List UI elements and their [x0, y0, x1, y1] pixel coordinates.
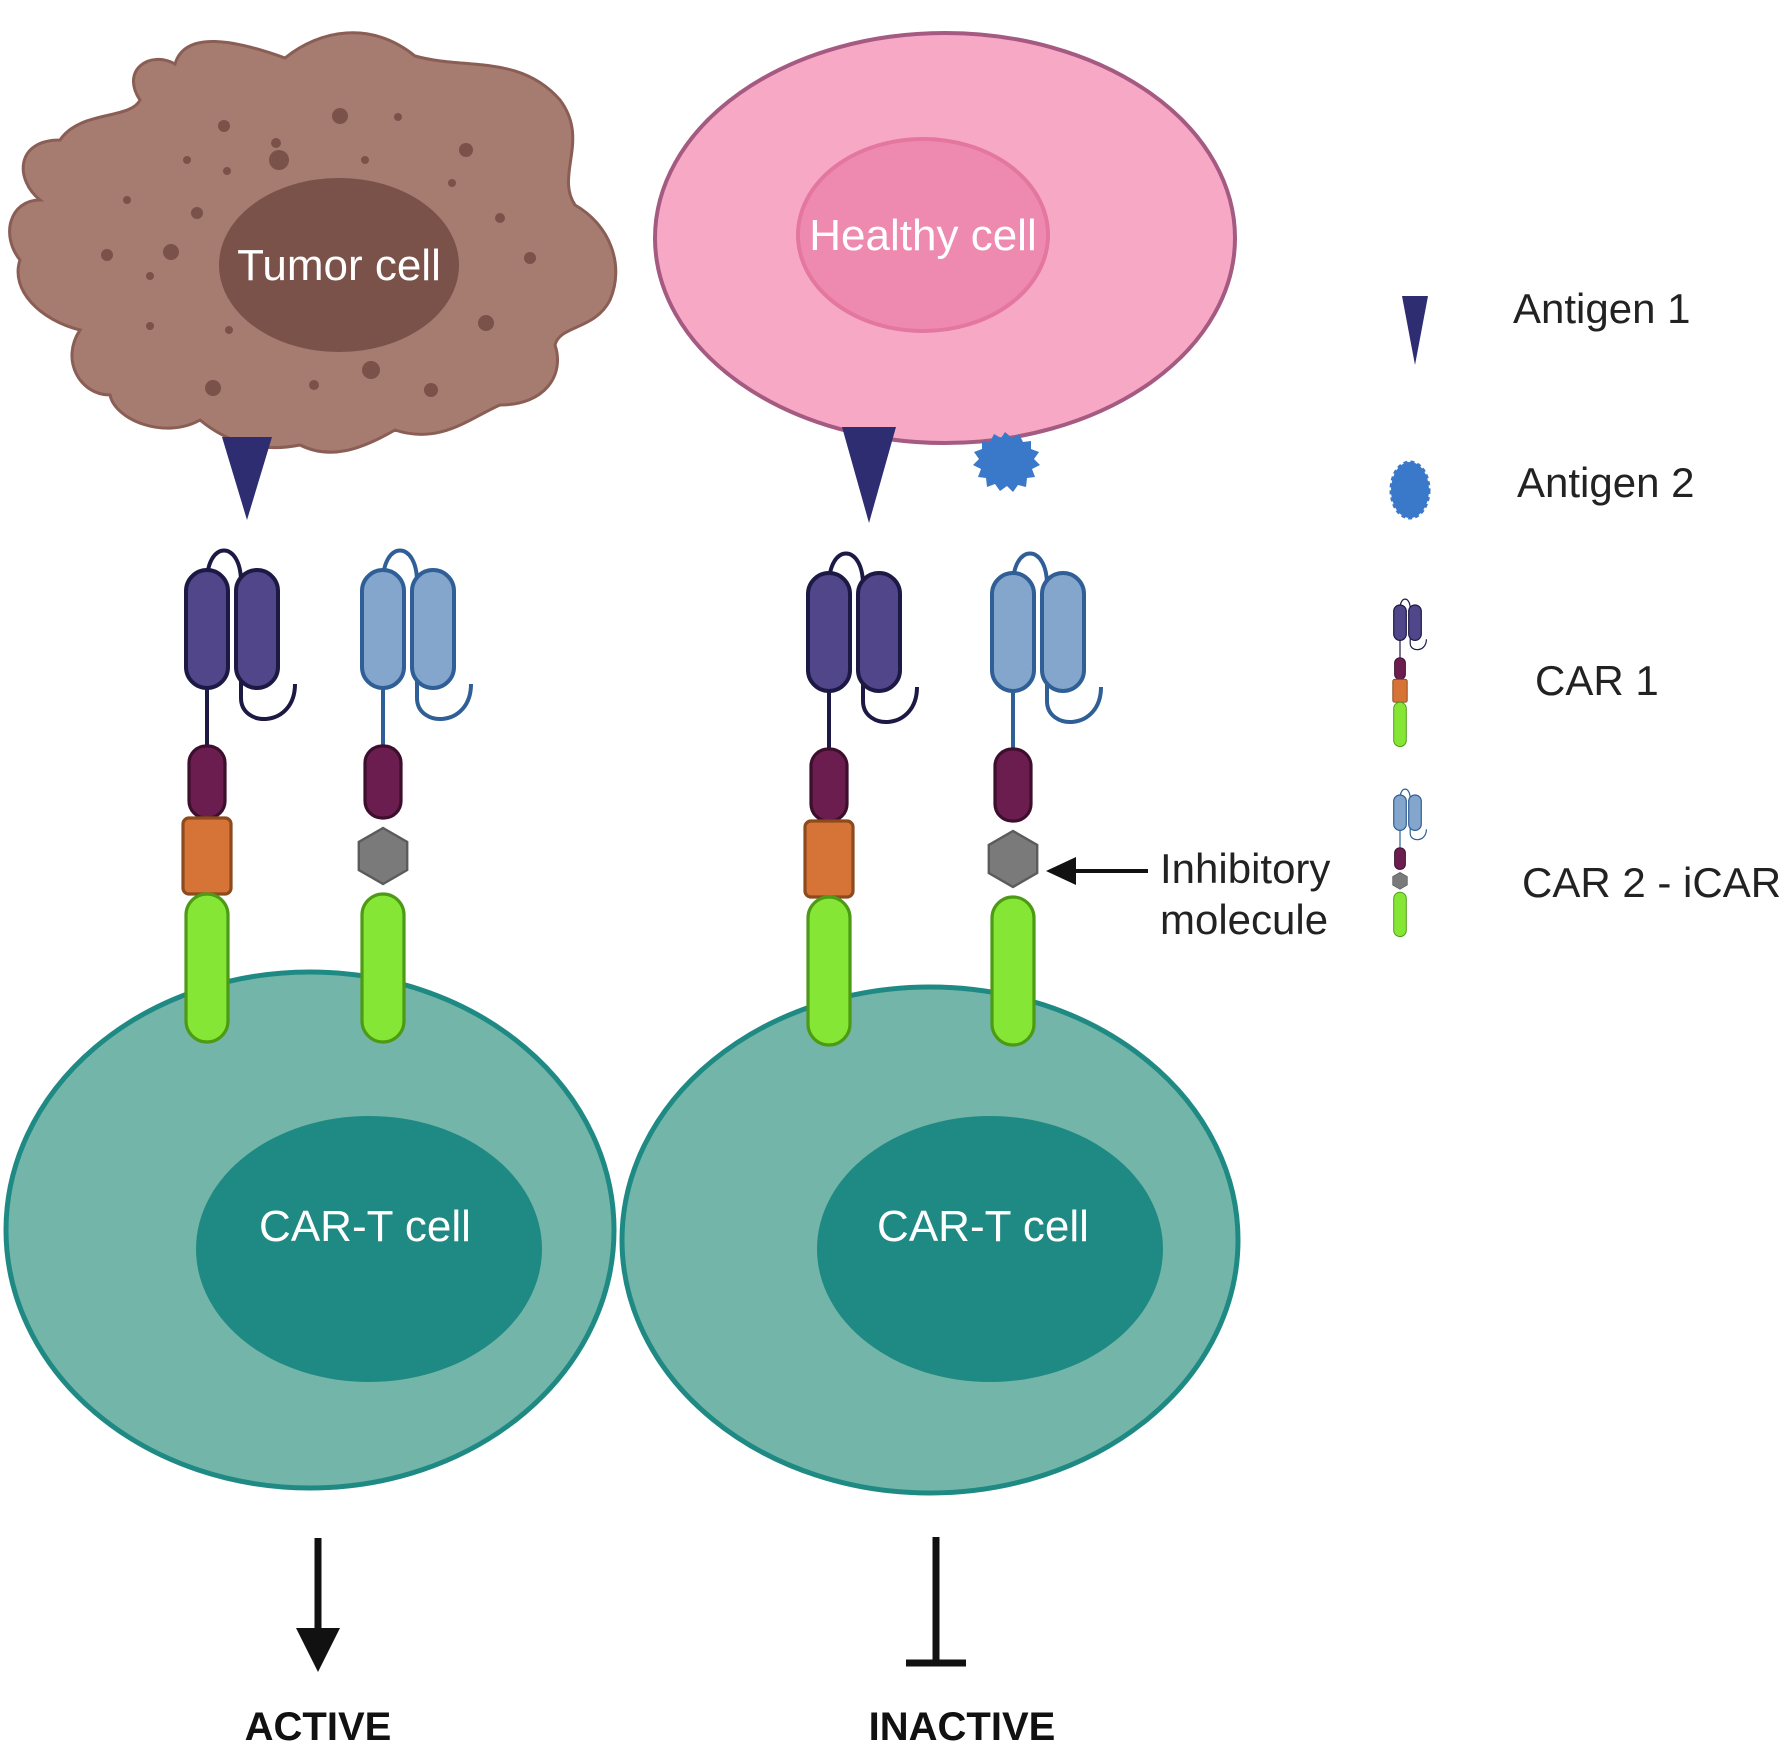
outcome-inactive-label: INACTIVE — [869, 1705, 1056, 1744]
car-2-left — [357, 548, 473, 1044]
outcome-active-label: ACTIVE — [245, 1705, 392, 1744]
car-1-left-scfv-vl — [184, 568, 230, 690]
legend-car-1-scfv-vl — [1393, 604, 1407, 642]
tumor-cell-label: Tumor cell — [237, 241, 441, 290]
inhibitory-label-line1: Inhibitory — [1160, 845, 1330, 892]
car-2-right-scfv-vh — [1040, 571, 1086, 693]
inhibitory-annotation: Inhibitory molecule — [1046, 845, 1330, 943]
car-1-left — [181, 548, 297, 1044]
car-1-right-costim-domain — [803, 819, 855, 899]
legend-car-1-signaling-domain — [1393, 701, 1407, 748]
legend: Antigen 1 Antigen 2 CAR 1 CAR 2 - iCAR — [1389, 285, 1781, 938]
legend-car-2-label: CAR 2 - iCAR — [1522, 859, 1781, 906]
car-1-right-scfv-vh — [856, 571, 902, 693]
legend-car-2-icon — [1392, 788, 1427, 938]
car-2-left-hinge — [363, 744, 403, 820]
legend-antigen-2-icon — [1389, 460, 1431, 520]
cart-cell-right: CAR-T cell — [619, 984, 1241, 1496]
car-2-right-signaling-domain — [990, 895, 1036, 1047]
legend-car-1-icon — [1392, 598, 1427, 748]
car-1-right-scfv-vl — [806, 571, 852, 693]
healthy-cell: Healthy cell — [653, 31, 1237, 445]
cart-cell-left: CAR-T cell — [3, 969, 617, 1491]
antigen-2-healthy — [973, 432, 1040, 492]
cart-cell-right-label: CAR-T cell — [877, 1202, 1089, 1251]
car-1-right — [803, 551, 919, 1047]
car-receptors — [181, 548, 1103, 1047]
cart-cell-left-nucleus — [196, 1116, 542, 1382]
tumor-cell-nucleus — [219, 178, 459, 352]
healthy-cell-label: Healthy cell — [809, 211, 1036, 260]
car-2-left-scfv-vl — [360, 568, 406, 690]
legend-car-2-scfv-vh — [1408, 794, 1422, 832]
legend-antigen-1-icon — [1402, 296, 1428, 365]
tumor-cell-granules — [101, 108, 536, 397]
legend-car-1-costim-domain — [1392, 678, 1408, 703]
legend-car-1 — [1392, 598, 1427, 748]
activation-arrow-head — [296, 1628, 340, 1672]
car-1-left-linker — [205, 548, 297, 721]
inhibitory-label-line2: molecule — [1160, 896, 1328, 943]
car-1-right-signaling-domain — [806, 895, 852, 1047]
car-1-left-hinge — [187, 744, 227, 820]
car-2-right — [987, 551, 1103, 1047]
tumor-cell: Tumor cell — [8, 31, 618, 454]
outcome-inactive: INACTIVE — [869, 1537, 1056, 1744]
car-2-left-scfv-vh — [410, 568, 456, 690]
legend-car-2-inhibitory-domain — [1392, 871, 1408, 890]
legend-antigen-1-label: Antigen 1 — [1513, 285, 1690, 332]
antigen-1-tumor — [222, 437, 272, 520]
car-2-left-linker — [381, 548, 473, 721]
car-1-left-scfv-vh — [234, 568, 280, 690]
legend-car-2-hinge — [1394, 847, 1406, 870]
car-2-right-scfv-vl — [990, 571, 1036, 693]
legend-car-1-hinge — [1394, 657, 1406, 680]
car-2-right-hinge — [993, 747, 1033, 823]
car-2-right-linker — [1011, 551, 1103, 724]
healthy-cell-nucleus — [796, 137, 1050, 333]
car-2-left-inhibitory-domain — [357, 826, 409, 886]
cart-cell-right-nucleus — [817, 1116, 1163, 1382]
legend-car-2 — [1392, 788, 1427, 938]
car-1-right-hinge — [809, 747, 849, 823]
car-1-left-costim-domain — [181, 816, 233, 896]
cart-cell-left-label: CAR-T cell — [259, 1202, 471, 1251]
car-1-right-linker — [827, 551, 919, 724]
car-1-left-signaling-domain — [184, 892, 230, 1044]
legend-car-1-scfv-vh — [1408, 604, 1422, 642]
car-2-left-signaling-domain — [360, 892, 406, 1044]
car-2-right-inhibitory-domain — [987, 829, 1039, 889]
legend-car-1-label: CAR 1 — [1535, 657, 1659, 704]
legend-car-2-scfv-vl — [1393, 794, 1407, 832]
legend-antigen-2-label: Antigen 2 — [1517, 459, 1694, 506]
antigen-1-healthy — [842, 427, 896, 523]
outcome-active: ACTIVE — [245, 1538, 392, 1744]
legend-car-2-signaling-domain — [1393, 891, 1407, 938]
inhibitory-arrow-head — [1046, 857, 1076, 885]
